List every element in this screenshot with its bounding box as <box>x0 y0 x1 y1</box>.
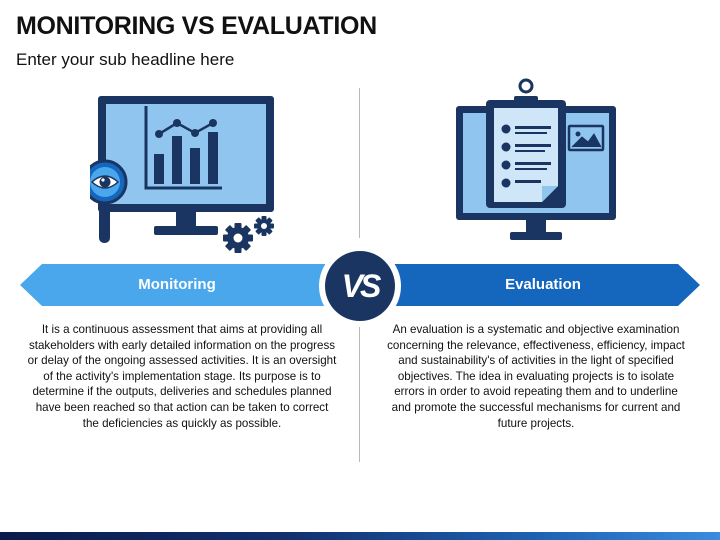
magnifier-eye-icon <box>90 159 128 243</box>
page-title: MONITORING VS EVALUATION <box>16 12 377 40</box>
monitor-icon <box>98 96 274 235</box>
evaluation-banner-shape <box>360 264 700 306</box>
gears-icon <box>223 216 274 253</box>
evaluation-description: An evaluation is a systematic and object… <box>387 323 685 430</box>
monitoring-illustration <box>90 96 274 253</box>
monitoring-banner: Monitoring <box>20 264 360 306</box>
evaluation-banner: Evaluation <box>360 264 700 306</box>
vs-text: VS <box>342 268 382 304</box>
vs-badge: VS <box>319 245 401 327</box>
evaluation-label: Evaluation <box>505 276 581 293</box>
monitoring-description: It is a continuous assessment that aims … <box>27 323 337 430</box>
bottom-accent-bar <box>0 532 720 540</box>
monitoring-banner-shape <box>20 264 360 306</box>
page-subtitle: Enter your sub headline here <box>16 50 235 69</box>
image-icon <box>567 124 605 152</box>
clipboard-checklist-icon <box>486 78 566 208</box>
center-divider-bottom <box>359 322 360 462</box>
center-divider-top <box>359 88 360 238</box>
bar-chart-icon <box>144 106 222 190</box>
monitoring-label: Monitoring <box>138 276 216 293</box>
evaluation-illustration <box>456 78 616 240</box>
